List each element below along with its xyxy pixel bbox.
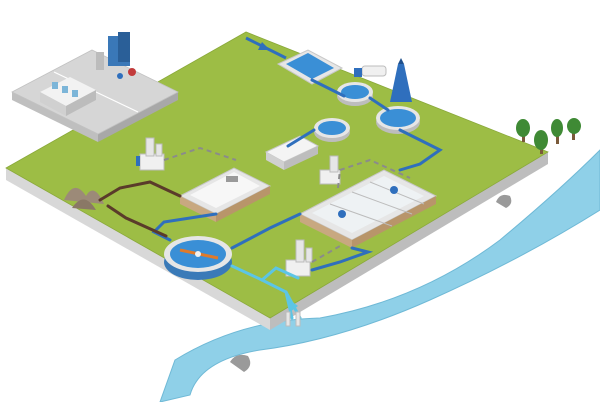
river-rock-2 [230, 354, 251, 372]
pipes-return [163, 146, 411, 263]
outflow-arrow-icon [290, 300, 298, 312]
pump-house [96, 32, 136, 79]
pipes-clean [151, 78, 443, 272]
dosing-unit-1 [136, 137, 165, 171]
aeration-basin [298, 169, 438, 248]
dosing-unit-3 [285, 239, 313, 277]
ground-side-left [6, 168, 270, 330]
lab-building [40, 77, 96, 116]
sludge-pile [64, 187, 104, 210]
treatment-tower [390, 58, 412, 102]
admin-tile-side-right [98, 92, 178, 142]
ground-side-right [270, 152, 548, 330]
round-tank-3 [314, 118, 350, 142]
outfall-pipes [285, 311, 301, 327]
pipes-sludge [98, 180, 182, 238]
inflow-arrow-icon [245, 36, 287, 60]
tree-group [516, 118, 581, 154]
admin-tile-side-left [12, 92, 98, 142]
round-tank-2 [376, 106, 420, 134]
round-tank-1 [337, 82, 373, 106]
control-building [264, 135, 320, 170]
inlet-channel [276, 49, 344, 85]
river [159, 149, 600, 402]
chemical-truck [354, 65, 387, 77]
clarifier [164, 236, 232, 280]
river-rock-1 [496, 194, 512, 208]
